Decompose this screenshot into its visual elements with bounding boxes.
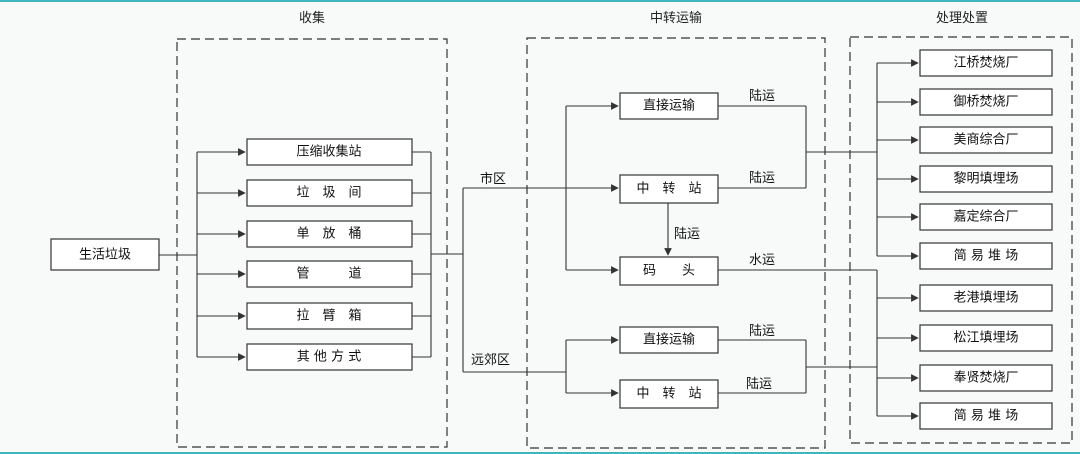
transfer-node-dock: 码 头 — [619, 256, 719, 286]
branch-label-urban: 市区 — [480, 171, 506, 187]
source-node: 生活垃圾 — [50, 238, 160, 271]
disposal-node-3: 黎明填埋场 — [919, 165, 1053, 193]
disposal-node-0: 江桥焚烧厂 — [919, 49, 1053, 77]
svg-text:其 他 方 式: 其 他 方 式 — [297, 349, 361, 365]
svg-text:中 转 站: 中 转 站 — [636, 387, 701, 402]
svg-text:直接运输: 直接运输 — [643, 332, 695, 348]
disposal-node-4: 嘉定综合厂 — [919, 203, 1053, 231]
svg-text:黎明填埋场: 黎明填埋场 — [953, 172, 1018, 187]
mode-label-suburb-direct: 陆运 — [749, 323, 775, 339]
disposal-node-2: 美商综合厂 — [919, 126, 1053, 154]
collect-node-1: 垃 圾 间 — [246, 179, 413, 207]
svg-text:中 转 站: 中 转 站 — [636, 182, 701, 197]
svg-text:奉贤焚烧厂: 奉贤焚烧厂 — [953, 371, 1018, 386]
svg-text:嘉定综合厂: 嘉定综合厂 — [953, 210, 1018, 225]
collect-section-label: 收集 — [299, 10, 325, 26]
mode-label-dock: 水运 — [749, 253, 775, 268]
mode-label-suburb-station: 陆运 — [746, 376, 772, 392]
transfer-node-urban-station: 中 转 站 — [619, 174, 719, 204]
transfer-section-label: 中转运输 — [650, 10, 702, 26]
svg-text:御桥焚烧厂: 御桥焚烧厂 — [953, 95, 1018, 110]
disposal-node-7: 松江填埋场 — [919, 324, 1053, 352]
svg-text:江桥焚烧厂: 江桥焚烧厂 — [953, 56, 1018, 71]
collect-node-4: 拉 臂 箱 — [246, 302, 413, 330]
svg-text:压缩收集站: 压缩收集站 — [296, 144, 361, 160]
disposal-node-9: 简 易 堆 场 — [919, 402, 1053, 430]
disposal-region — [849, 36, 1073, 444]
disposal-node-1: 御桥焚烧厂 — [919, 88, 1053, 116]
disposal-node-8: 奉贤焚烧厂 — [919, 364, 1053, 392]
svg-text:单 放 桶: 单 放 桶 — [296, 227, 361, 242]
svg-text:老港填埋场: 老港填埋场 — [953, 291, 1018, 306]
transfer-region — [526, 37, 826, 449]
transfer-node-suburb-direct: 直接运输 — [619, 326, 719, 354]
svg-text:简 易 堆 场: 简 易 堆 场 — [954, 248, 1018, 264]
svg-text:生活垃圾: 生活垃圾 — [79, 248, 131, 263]
svg-text:拉 臂 箱: 拉 臂 箱 — [296, 308, 361, 324]
mode-label-urban-station: 陆运 — [749, 170, 775, 186]
svg-text:松江填埋场: 松江填埋场 — [953, 331, 1018, 346]
collect-node-2: 单 放 桶 — [246, 220, 413, 248]
svg-text:美商综合厂: 美商综合厂 — [953, 133, 1018, 148]
collect-node-0: 压缩收集站 — [246, 138, 413, 166]
svg-text:垃 圾 间: 垃 圾 间 — [296, 186, 361, 201]
collect-node-3: 管 道 — [246, 260, 413, 288]
svg-text:管 道: 管 道 — [296, 267, 361, 282]
branch-label-suburb: 远郊区 — [471, 352, 510, 368]
svg-text:简 易 堆 场: 简 易 堆 场 — [954, 408, 1018, 424]
collect-region — [176, 38, 448, 448]
mode-label-station-to-dock: 陆运 — [674, 226, 700, 242]
collect-node-5: 其 他 方 式 — [246, 343, 413, 371]
transfer-node-urban-direct: 直接运输 — [619, 92, 719, 120]
disposal-node-5: 简 易 堆 场 — [919, 242, 1053, 270]
svg-text:码 头: 码 头 — [643, 264, 695, 279]
svg-text:直接运输: 直接运输 — [643, 98, 695, 114]
disposal-node-6: 老港填埋场 — [919, 284, 1053, 312]
transfer-node-suburb-station: 中 转 站 — [619, 379, 719, 409]
mode-label-urban-direct: 陆运 — [749, 88, 775, 104]
disposal-section-label: 处理处置 — [936, 11, 988, 26]
